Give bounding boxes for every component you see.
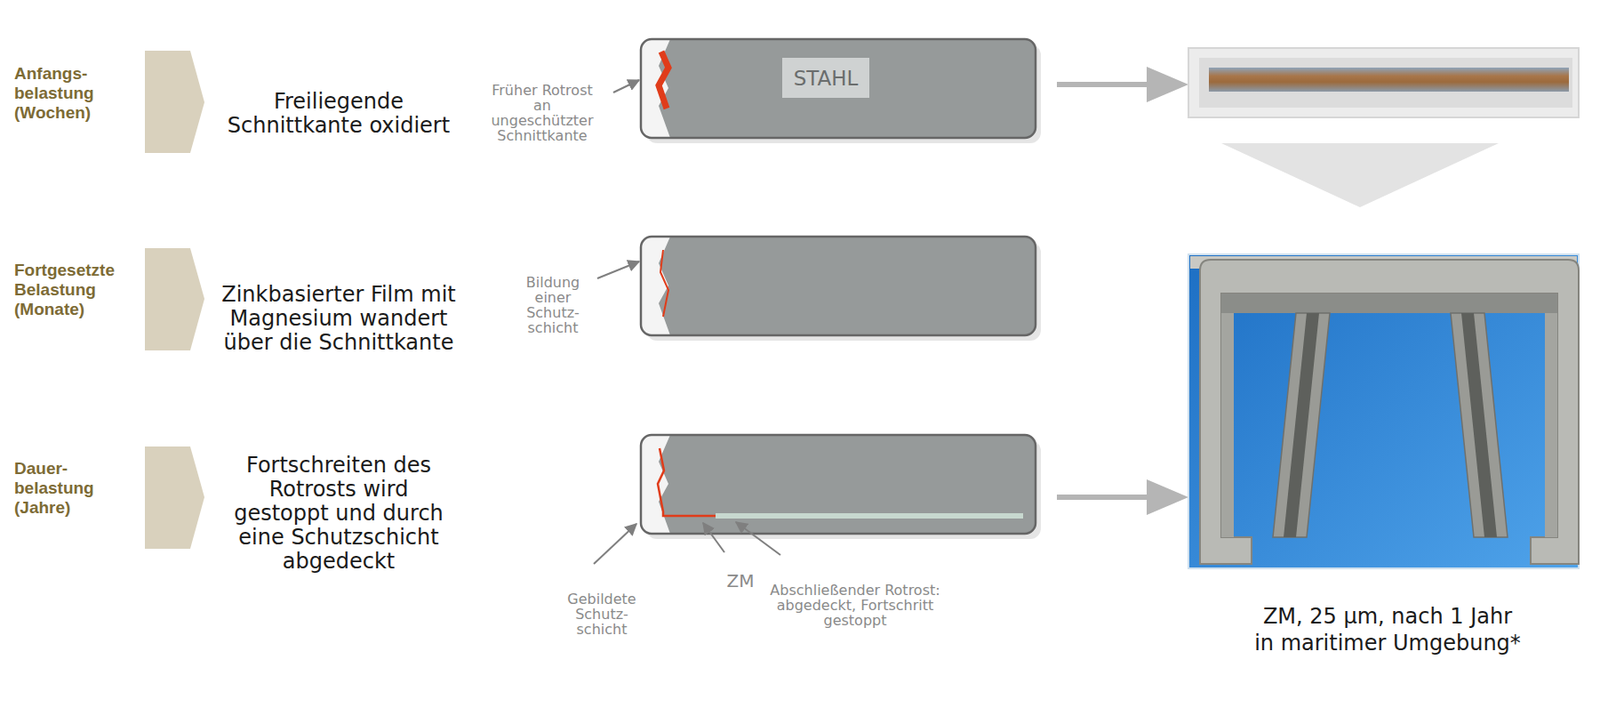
callout-text: Abschließender Rotrost: abgedeckt, Forts… [766, 582, 944, 628]
profile-photo [1188, 254, 1579, 568]
stage-description: Fortschreiten des Rotrosts wird gestoppt… [220, 453, 457, 574]
callout-text: ZM [727, 570, 755, 591]
steel-bar [640, 236, 1041, 341]
caption: ZM, 25 µm, nach 1 Jahr in maritimer Umge… [1254, 602, 1521, 656]
callout-text: Früher Rotrost an ungeschützter Schnittk… [485, 82, 600, 144]
stage-label: Dauer- belastung (Jahre) [14, 458, 139, 518]
stage-description: Freiliegende Schnittkante oxidiert [220, 89, 457, 138]
steel-bar [640, 434, 1041, 539]
stage-label: Fortgesetzte Belastung (Monate) [14, 260, 139, 320]
material-label: STAHL [793, 66, 859, 90]
rust-photo [1188, 48, 1579, 118]
callout-text: Bildung einer Schutz- schicht [516, 274, 590, 336]
stage-description: Zinkbasierter Film mit Magnesium wandert… [220, 282, 457, 355]
leader-line [593, 80, 781, 564]
material-box: STAHL [782, 57, 870, 98]
steel-bar [640, 39, 1041, 144]
stage-label: Anfangs- belastung (Wochen) [14, 64, 139, 123]
callout-text: Gebildete Schutz- schicht [557, 591, 647, 637]
down-triangle [1221, 143, 1499, 208]
stage-chevron [144, 50, 205, 549]
flow-arrow [1056, 66, 1189, 515]
